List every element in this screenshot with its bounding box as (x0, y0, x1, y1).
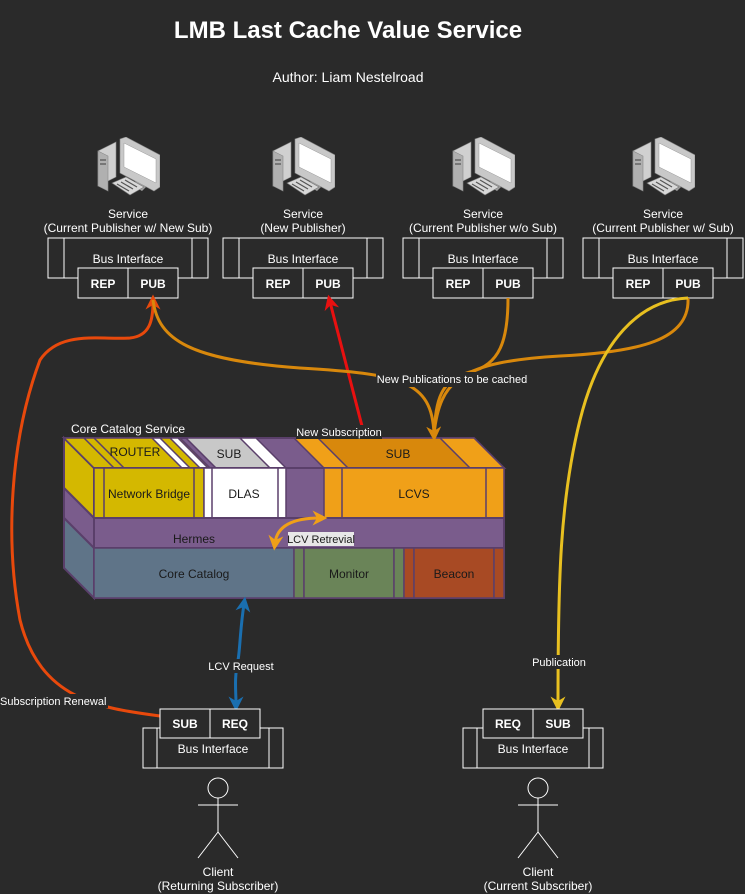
new-subscription-arrow (324, 294, 364, 427)
core-catalog-service: Core Catalog Service ROUTER SUB SUB Net (61, 422, 507, 601)
person-icon (517, 777, 559, 859)
sub-socket (159, 708, 211, 739)
beacon-label: Beacon (434, 567, 475, 581)
req-socket (209, 708, 261, 739)
rep-label: REP (446, 277, 471, 291)
subscription-renewal-arrow (10, 294, 161, 718)
rep-socket (612, 267, 664, 299)
lcvs-block (323, 467, 505, 519)
bus-interface-label: Bus Interface (498, 742, 569, 756)
diagram-title: LMB Last Cache Value Service (174, 17, 522, 44)
service-label: Service (463, 207, 503, 221)
client-2: Bus Interface REQ SUB Client (Current Su… (462, 708, 604, 893)
service-role: (Current Publisher w/o Sub) (409, 221, 557, 235)
req-label: REQ (222, 717, 248, 731)
pub-socket (302, 267, 354, 299)
pub-from-service4-arrow (432, 297, 690, 435)
dlas-label: DLAS (228, 487, 259, 501)
pub-label: PUB (315, 277, 341, 291)
computer-icon (272, 137, 335, 196)
service-role: (Current Publisher w/ Sub) (592, 221, 733, 235)
pub-socket (127, 267, 179, 299)
bus-interface-label: Bus Interface (93, 252, 164, 266)
network-bridge-block (93, 467, 205, 519)
pub-socket (482, 267, 534, 299)
client-label: Client (203, 865, 234, 879)
dlas-block (203, 467, 287, 519)
rep-label: REP (266, 277, 291, 291)
req-label: REQ (495, 717, 521, 731)
sub-lcvs-label: SUB (386, 447, 411, 461)
bus-interface-label: Bus Interface (628, 252, 699, 266)
lcv-retrieval-arrow (268, 510, 328, 551)
sub-label: SUB (545, 717, 571, 731)
core-catalog-label: Core Catalog (159, 567, 230, 581)
pub-label: PUB (675, 277, 701, 291)
hermes-label: Hermes (173, 532, 215, 546)
computer-icon (97, 137, 160, 196)
service-label: Service (108, 207, 148, 221)
service-label: Service (643, 207, 683, 221)
sub-dlas-label: SUB (217, 447, 242, 461)
sub-label: SUB (172, 717, 198, 731)
service-1: Service (Current Publisher w/ New Sub) B… (44, 137, 213, 299)
lcv-request-label: LCV Request (208, 661, 273, 673)
service-role: (New Publisher) (260, 221, 345, 235)
computer-icon (452, 137, 515, 196)
service-4: Service (Current Publisher w/ Sub) Bus I… (582, 137, 744, 299)
lcvs-label: LCVS (398, 487, 429, 501)
sub-socket (532, 708, 584, 739)
network-bridge-label: Network Bridge (108, 487, 190, 501)
rep-socket (252, 267, 304, 299)
router-label: ROUTER (110, 445, 161, 459)
pub-from-service1-arrow (151, 299, 442, 442)
new-publications-label: New Publications to be cached (377, 374, 527, 386)
pub-from-service3-arrow (432, 297, 510, 435)
bus-interface-label: Bus Interface (268, 252, 339, 266)
computer-icon (632, 137, 695, 196)
client-role: (Current Subscriber) (484, 879, 593, 893)
rep-socket (432, 267, 484, 299)
person-icon (197, 777, 239, 859)
bus-interface-label: Bus Interface (178, 742, 249, 756)
service-label: Service (283, 207, 323, 221)
pub-socket (662, 267, 714, 299)
subscription-renewal-label: Subscription Renewal (0, 696, 106, 708)
pub-label: PUB (495, 277, 521, 291)
rep-label: REP (91, 277, 116, 291)
lcv-retrieval-label: LCV Retrevial (287, 534, 355, 546)
client-label: Client (523, 865, 554, 879)
monitor-block (303, 547, 395, 599)
rep-socket (77, 267, 129, 299)
lcv-request-arrow (228, 596, 251, 712)
pub-label: PUB (140, 277, 166, 291)
new-subscription-label: New Subscription (296, 427, 382, 439)
service-2: Service (New Publisher) Bus Interface RE… (222, 137, 384, 299)
core-catalog-block (93, 547, 295, 599)
client-1: Bus Interface SUB REQ Client (Returning … (142, 708, 284, 893)
publication-label: Publication (532, 657, 586, 669)
service-3: Service (Current Publisher w/o Sub) Bus … (402, 137, 564, 299)
client-role: (Returning Subscriber) (158, 879, 279, 893)
rep-label: REP (626, 277, 651, 291)
core-service-title: Core Catalog Service (71, 422, 185, 436)
bus-interface-label: Bus Interface (448, 252, 519, 266)
beacon-block (413, 547, 495, 599)
monitor-label: Monitor (329, 567, 369, 581)
author-label: Author: Liam Nestelroad (273, 69, 424, 85)
publication-arrow (550, 296, 689, 712)
service-role: (Current Publisher w/ New Sub) (44, 221, 213, 235)
